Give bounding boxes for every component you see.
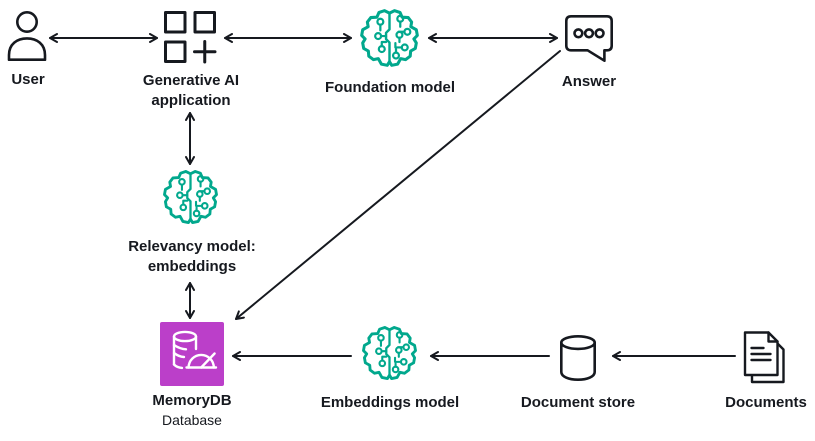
user-label: User xyxy=(11,71,45,88)
chat-bubble-icon xyxy=(565,15,613,62)
documents-pages-icon xyxy=(743,331,785,384)
answer-label: Answer xyxy=(561,73,617,90)
edge-answer-memorydb xyxy=(235,50,561,320)
database-cylinder-icon xyxy=(560,335,596,381)
generative-ai-application-label: Generative AI application xyxy=(142,72,240,110)
app-grid-plus-icon xyxy=(164,11,217,64)
foundation-model-label: Foundation model xyxy=(325,79,455,96)
documents-label: Documents xyxy=(725,394,807,411)
relevancy-model-label: Relevancy model: embeddings xyxy=(128,238,256,276)
ai-brain-circuit-icon xyxy=(163,170,218,225)
embeddings-model-label: Embeddings model xyxy=(320,394,460,411)
memorydb-sublabel: Database xyxy=(162,412,222,428)
ai-brain-circuit-icon xyxy=(362,326,417,381)
memorydb-label: MemoryDB xyxy=(152,392,232,409)
document-store-label: Document store xyxy=(520,394,636,411)
memorydb-database-gauge-icon xyxy=(160,322,224,386)
ai-brain-circuit-icon xyxy=(360,9,419,67)
user-icon xyxy=(7,11,47,61)
